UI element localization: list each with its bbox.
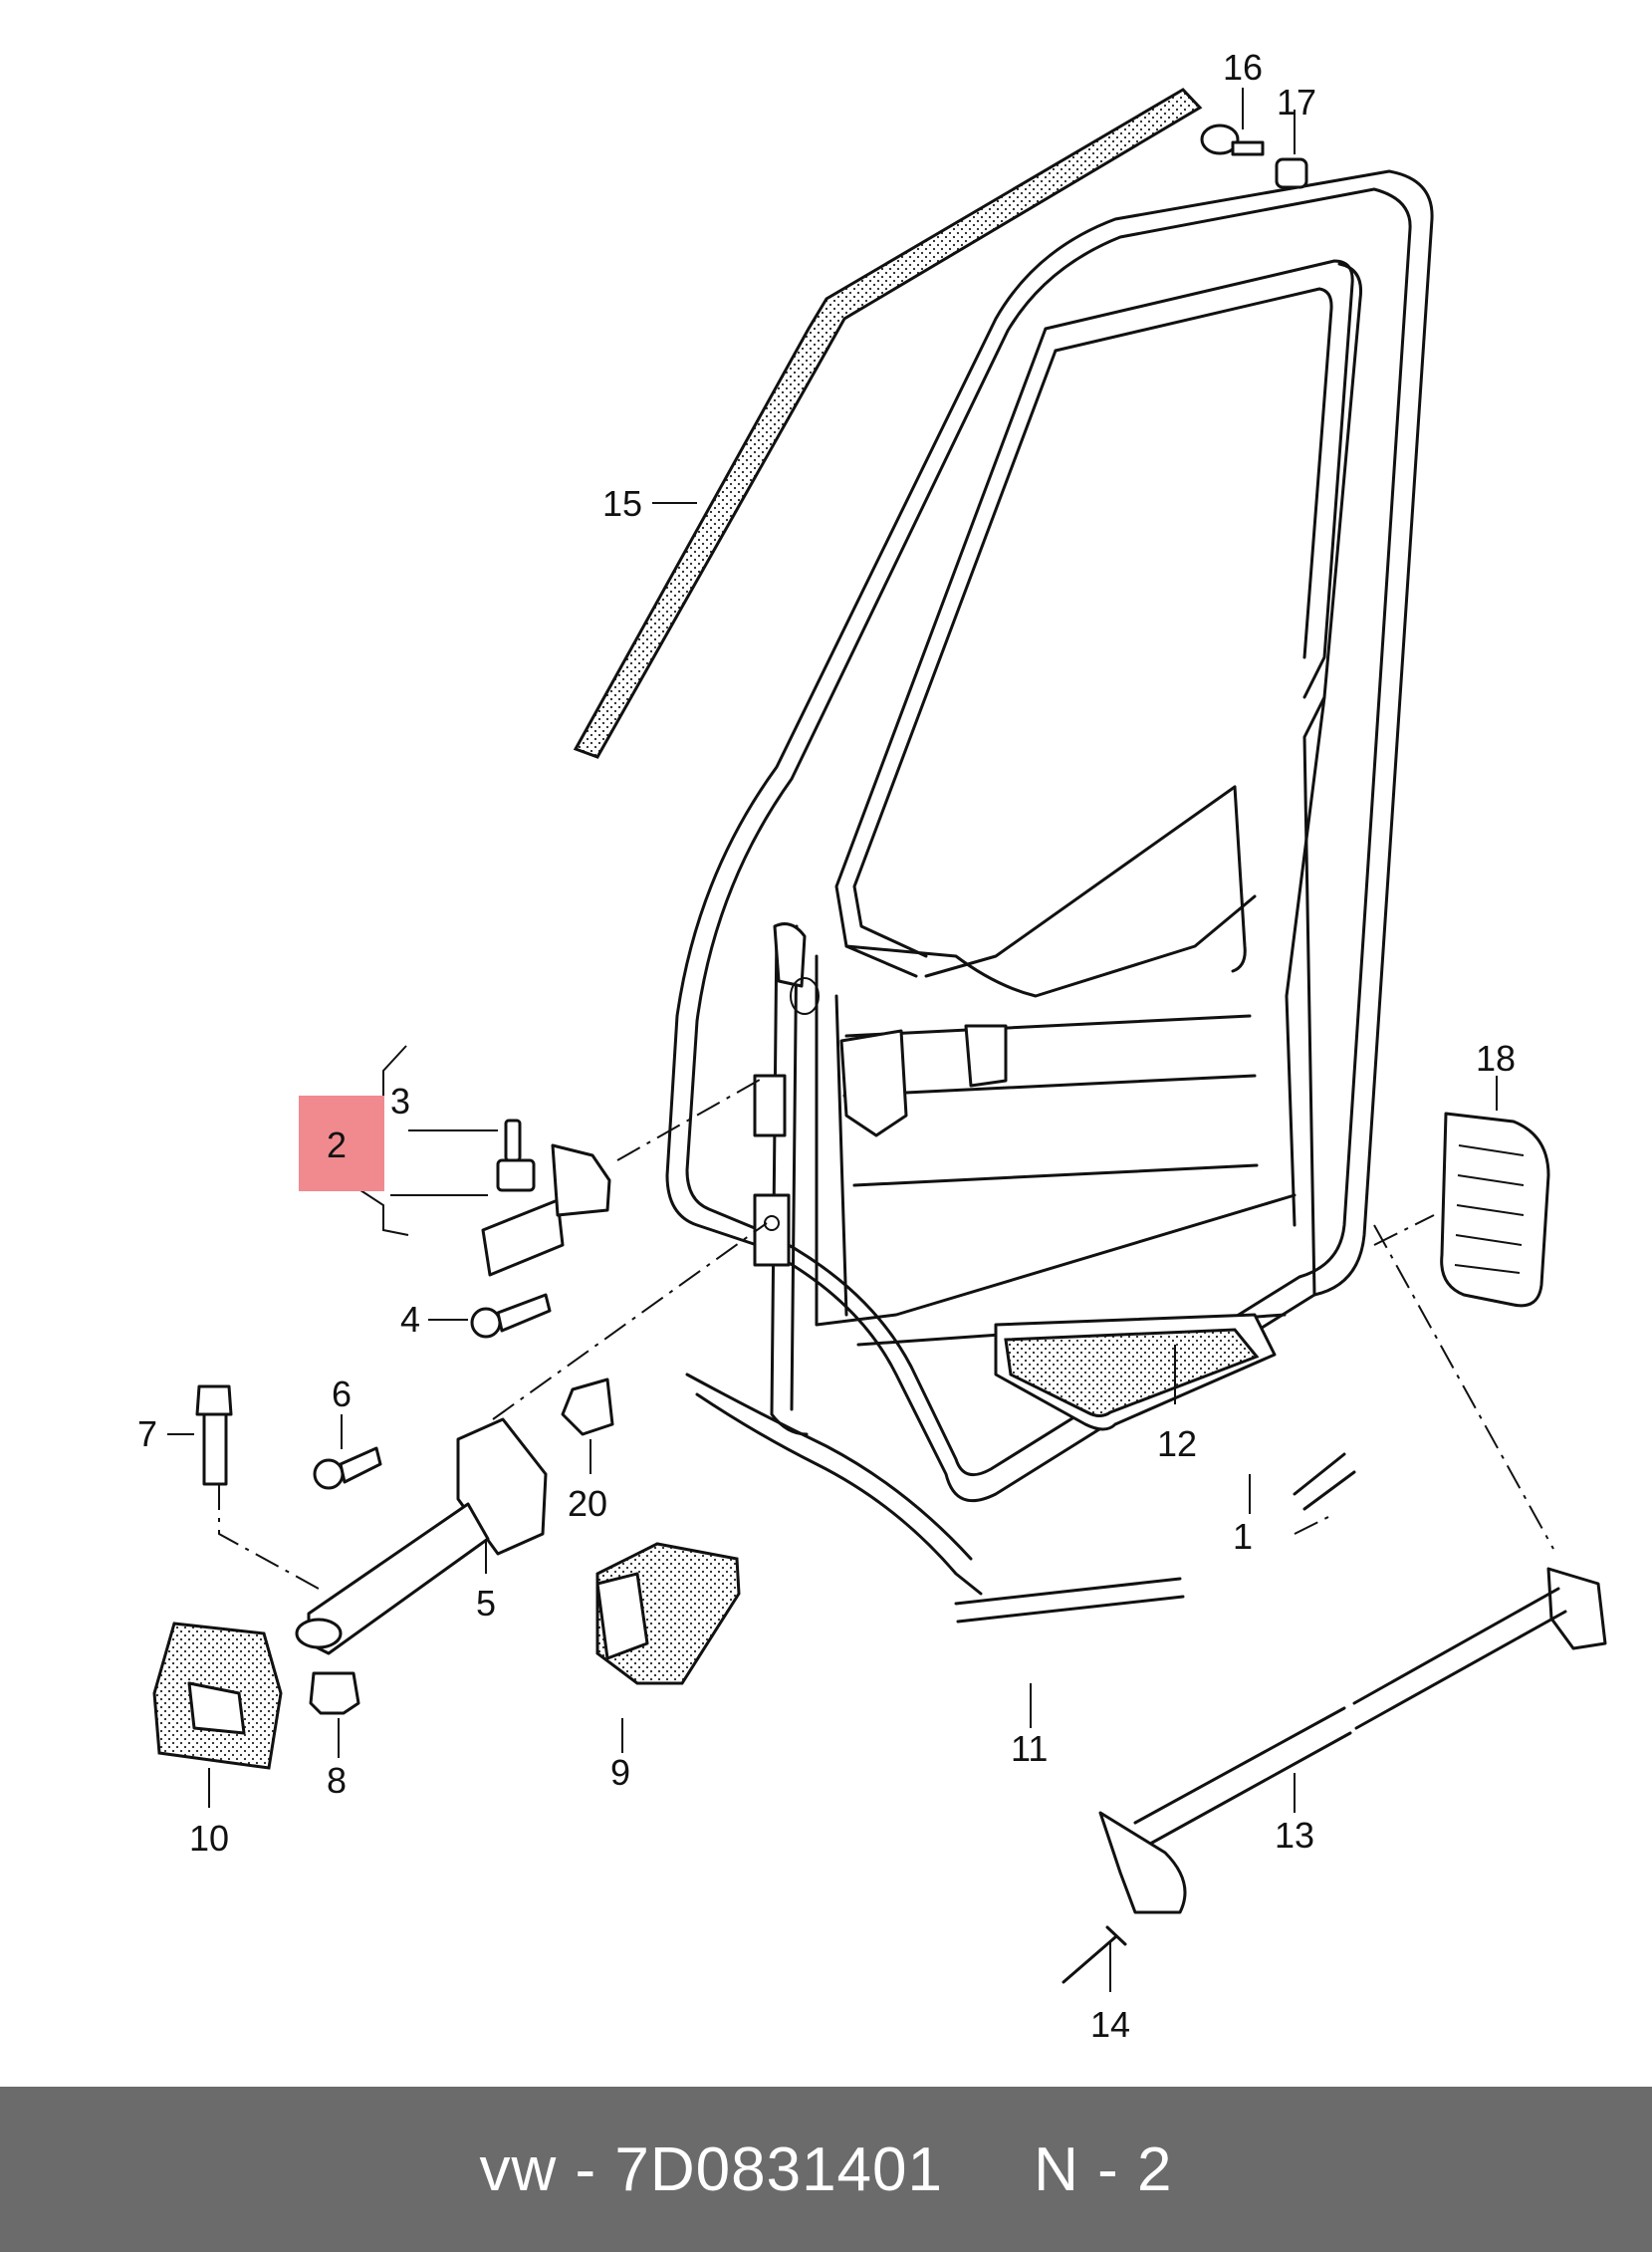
label-10: 10 [189, 1818, 229, 1859]
label-15: 15 [602, 483, 642, 524]
label-20: 20 [568, 1483, 607, 1524]
rivet-14 [1062, 1925, 1127, 1984]
bolt-16 [1200, 124, 1265, 156]
label-17: 17 [1277, 82, 1316, 123]
label-14: 14 [1090, 2004, 1130, 2045]
label-9: 9 [610, 1752, 630, 1793]
bolt-4 [470, 1293, 552, 1339]
label-3: 3 [390, 1081, 410, 1122]
footer-separator: - [575, 2134, 597, 2204]
pin-7 [195, 1384, 233, 1486]
foam-block-9 [595, 1542, 741, 1685]
assembly-lines [218, 1075, 1554, 1590]
parts-diagram: 16 17 15 18 3 2 4 6 7 20 5 12 1 8 9 10 1… [137, 47, 1607, 2045]
label-4: 4 [400, 1299, 420, 1340]
label-1: 1 [1233, 1516, 1253, 1557]
footer-part-number: 7D0831401 [614, 2134, 944, 2204]
foam-block-10 [152, 1622, 283, 1770]
part-number-footer: vw - 7D0831401 N - 2 [0, 2087, 1652, 2252]
label-5: 5 [476, 1583, 496, 1624]
window-channel [573, 88, 1203, 759]
door-shell [665, 169, 1434, 1596]
hinge-assembly [481, 1119, 611, 1277]
seal-11 [954, 1577, 1185, 1624]
part-labels: 16 17 15 18 3 2 4 6 7 20 5 12 1 8 9 10 1… [137, 47, 1516, 2045]
footer-brand: vw [479, 2134, 558, 2204]
bolt-6 [313, 1446, 382, 1490]
label-6: 6 [332, 1374, 352, 1414]
door-check-5 [295, 1417, 548, 1655]
label-13: 13 [1275, 1815, 1314, 1856]
label-12: 12 [1157, 1423, 1197, 1464]
label-18: 18 [1476, 1038, 1516, 1079]
nut-8 [309, 1671, 360, 1715]
label-2: 2 [327, 1125, 347, 1165]
label-7: 7 [137, 1413, 157, 1454]
nut-17 [1275, 157, 1308, 189]
label-11: 11 [1011, 1728, 1048, 1769]
support-bar-13 [1098, 1567, 1607, 1914]
footer-position-ref: N - 2 [1034, 2134, 1173, 2204]
label-8: 8 [327, 1760, 347, 1801]
vent-grille-18 [1440, 1112, 1550, 1308]
leader-lines [167, 88, 1498, 1992]
highlight-box [299, 1096, 384, 1191]
label-16: 16 [1223, 47, 1263, 88]
clip-20 [561, 1377, 614, 1436]
